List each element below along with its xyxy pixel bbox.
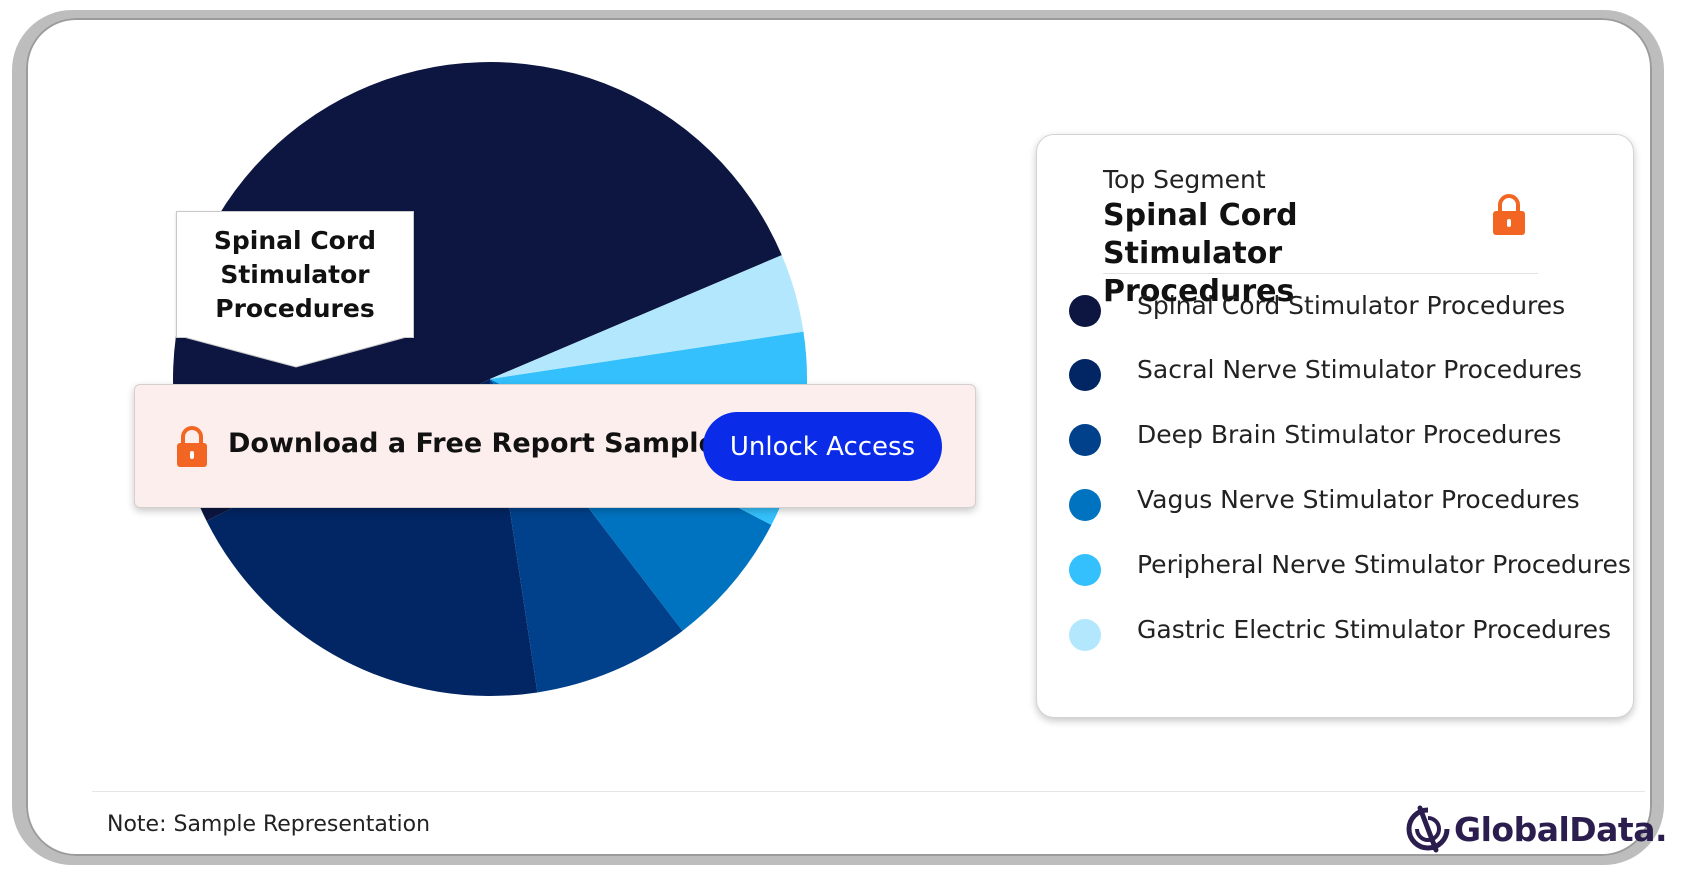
- callout-line-1: Spinal Cord: [213, 225, 377, 255]
- lock-icon[interactable]: [1491, 193, 1527, 237]
- brand-name: GlobalData.: [1454, 810, 1668, 849]
- legend-swatch: [1069, 489, 1101, 521]
- lock-icon: [177, 426, 207, 467]
- legend-swatch: [1069, 619, 1101, 651]
- unlock-access-button[interactable]: Unlock Access: [703, 412, 942, 481]
- top-segment-value: Spinal Cord Stimulator Procedures: [1103, 198, 1298, 309]
- chart-card: Spinal Cord Stimulator Procedures Downlo…: [26, 18, 1668, 856]
- legend-swatch: [1069, 295, 1101, 327]
- legend-item: Vagus Nerve Stimulator Procedures: [1057, 481, 1627, 521]
- download-sample-banner: Download a Free Report Sample Unlock Acc…: [134, 384, 976, 508]
- legend-label: Peripheral Nerve Stimulator Procedures: [1137, 550, 1631, 579]
- legend-item: Spinal Cord Stimulator Procedures: [1057, 287, 1627, 327]
- legend-item: Deep Brain Stimulator Procedures: [1057, 416, 1627, 456]
- legend-swatch: [1069, 424, 1101, 456]
- callout-line-3: Procedures: [215, 293, 375, 323]
- legend-label: Deep Brain Stimulator Procedures: [1137, 420, 1562, 449]
- legend-label: Vagus Nerve Stimulator Procedures: [1137, 485, 1580, 514]
- legend-label: Sacral Nerve Stimulator Procedures: [1137, 355, 1582, 384]
- legend-divider: [1103, 273, 1538, 274]
- top-segment-callout: Spinal Cord Stimulator Procedures: [176, 211, 414, 338]
- legend-swatch: [1069, 554, 1101, 586]
- legend-label: Gastric Electric Stimulator Procedures: [1137, 615, 1612, 644]
- globaldata-logo: GlobalData.: [1406, 804, 1668, 854]
- top-segment-label: Top Segment: [1103, 165, 1266, 194]
- callout-line-2: Stimulator: [220, 259, 370, 289]
- pie-slice-6: [490, 255, 804, 379]
- banner-text: Download a Free Report Sample: [228, 428, 717, 459]
- footer-divider: [92, 791, 1645, 792]
- legend-item: Sacral Nerve Stimulator Procedures: [1057, 351, 1627, 391]
- legend-item: Peripheral Nerve Stimulator Procedures: [1057, 546, 1631, 586]
- globaldata-logo-icon: [1406, 805, 1450, 853]
- legend-label: Spinal Cord Stimulator Procedures: [1137, 291, 1566, 320]
- legend-item: Gastric Electric Stimulator Procedures: [1057, 611, 1627, 651]
- legend-panel: Top Segment Spinal Cord Stimulator Proce…: [1036, 134, 1634, 718]
- footnote: Note: Sample Representation: [107, 812, 431, 837]
- callout-pointer: [176, 335, 414, 368]
- legend-swatch: [1069, 359, 1101, 391]
